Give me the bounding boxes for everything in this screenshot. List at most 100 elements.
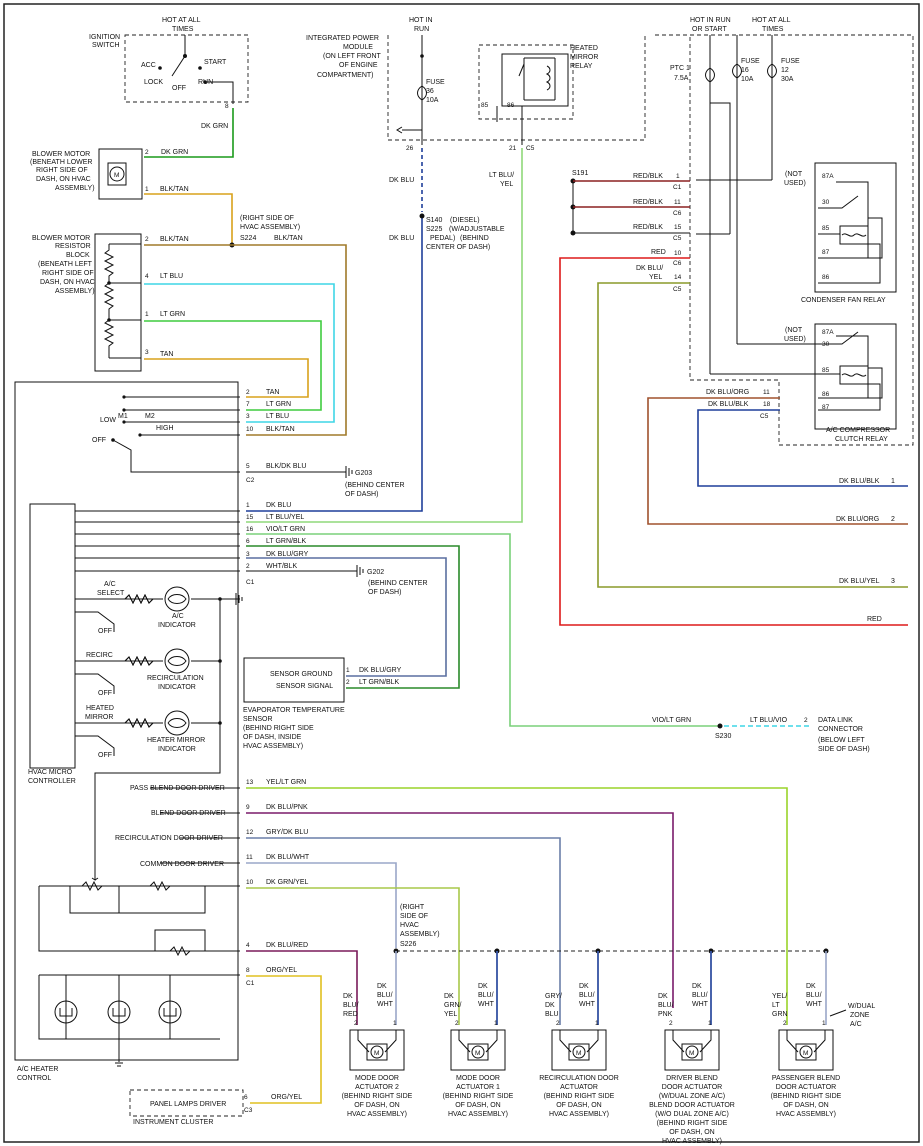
acc-87a: 87A (822, 329, 834, 336)
rl-c5b: C5 (673, 286, 682, 293)
c1-pin-16: 16 (246, 526, 254, 533)
bm-dkgrn: DK GRN (161, 149, 188, 156)
actuator-wire1-label: DK (444, 993, 454, 1000)
cfr-notused-2: USED) (784, 180, 806, 187)
ipm-run-label: RUN (414, 26, 429, 33)
rl-redblk-1: RED/BLK (633, 173, 663, 180)
c2-pin-3: 3 (246, 413, 250, 420)
c1-pin-6: 6 (246, 538, 250, 545)
c2-blkdkblu: BLK/DK BLU (266, 463, 306, 470)
sw-low: LOW (100, 417, 116, 424)
sw-off: OFF (92, 437, 106, 444)
br-tan: TAN (160, 351, 173, 358)
actuator-wire2-label: WHT (579, 1001, 596, 1008)
acc-c5: C5 (760, 413, 769, 420)
actuator-motor-symbol: M (374, 1050, 379, 1057)
ltbluyel-wire (246, 148, 523, 523)
actuator-pin-2: 2 (669, 1020, 673, 1027)
hotrun-label-2: OR START (692, 26, 727, 33)
acc-label-2: CLUTCH RELAY (835, 436, 888, 443)
instrument-cluster: PANEL LAMPS DRIVER 6 ORG/YEL C3 INSTRUME… (129, 1089, 302, 1126)
wdual-label-2: ZONE (850, 1012, 870, 1019)
dlc-label-4: SIDE OF DASH) (818, 746, 870, 753)
out1-label: DK BLU/BLK (839, 478, 880, 485)
actuator-name-line: MODE DOOR (355, 1075, 399, 1082)
dkblupnk-wire (246, 812, 674, 1008)
acc-86: 86 (822, 391, 830, 398)
evap-label-2: SENSOR (243, 716, 273, 723)
dkgrn-wire (144, 108, 234, 158)
recirc-label: RECIRC (86, 652, 113, 659)
cfr-87a: 87A (822, 173, 834, 180)
sensor-pin-2: 2 (346, 679, 350, 686)
br-label-4: (BENEATH LEFT (38, 261, 93, 268)
blower-motor-resistor-block: BLOWER MOTOR RESISTOR BLOCK (BENEATH LEF… (32, 233, 189, 372)
c2-ltgrn: LT GRN (266, 401, 291, 408)
dlc-label-3: (BELOW LEFT (818, 737, 865, 744)
dkbluwht-wire (246, 862, 397, 948)
actuator-name-line: OF DASH, ON (354, 1102, 400, 1109)
fuse16-num: 16 (741, 67, 749, 74)
actuator-name-line: BLEND DOOR ACTUATOR (649, 1102, 735, 1109)
s224-label: S224 (240, 235, 256, 242)
diesel-label: (DIESEL) (450, 217, 480, 224)
lock-label: LOCK (144, 79, 163, 86)
yelltgrn-wire (246, 787, 788, 1025)
out4-label: RED (867, 616, 882, 623)
actuator-motor-symbol: M (803, 1050, 808, 1057)
bm-label-5: ASSEMBLY) (55, 185, 95, 192)
micro-label-1: HVAC MICRO (28, 769, 73, 776)
blktan-wire-bm (144, 193, 233, 245)
tan-wire (144, 358, 309, 398)
d-wire-8: ORG/YEL (266, 967, 297, 974)
br-pin-4: 4 (145, 273, 149, 280)
ac-ind-2: INDICATOR (158, 622, 196, 629)
actuator-wire2-label: DK (579, 983, 589, 990)
actuator-name-line: HVAC ASSEMBLY) (776, 1111, 836, 1118)
pld-conn: C3 (244, 1107, 253, 1114)
ipm-label-2: MODULE (343, 44, 373, 51)
c1-whtblk: WHT/BLK (266, 563, 297, 570)
rl-pin-15: 15 (674, 224, 682, 231)
ipm-label-1: INTEGRATED POWER (306, 35, 379, 42)
cfr-86: 86 (822, 274, 830, 281)
actuator-wire2-label: WHT (806, 1001, 823, 1008)
actuator-pin-1: 1 (595, 1020, 599, 1027)
dkblu-label-2: DK BLU (389, 235, 414, 242)
hm-pin-85: 85 (481, 102, 489, 109)
ipm-pin-26: 26 (406, 145, 414, 152)
sw-high: HIGH (156, 425, 174, 432)
acc-pin-11: 11 (763, 389, 770, 396)
hotall-label-2: TIMES (762, 26, 784, 33)
rl-redblk-2: RED/BLK (633, 199, 663, 206)
c1-pin-3: 3 (246, 551, 250, 558)
ptc-label: PTC 1 (670, 65, 690, 72)
ign-wire-label: DK GRN (201, 123, 228, 130)
dkblu-label-1: DK BLU (389, 177, 414, 184)
dkgrnyel-wire (246, 887, 460, 1025)
actuator-name-line: HVAC ASSEMBLY) (448, 1111, 508, 1118)
hmir-label-2: MIRROR (85, 714, 113, 721)
diagram-frame (3, 3, 920, 1143)
micro-label-2: CONTROLLER (28, 778, 76, 785)
dlc-label-2: CONNECTOR (818, 726, 863, 733)
ipm-hot-label: HOT IN (409, 17, 433, 24)
ltbluyel-label-1: LT BLU/ (489, 172, 514, 179)
dkblublk-label: DK BLU/BLK (708, 401, 749, 408)
s225-label: S225 (426, 226, 442, 233)
violtgrn-label: VIO/LT GRN (652, 717, 691, 724)
br-pin-3: 3 (145, 349, 149, 356)
s224-label-b: HVAC ASSEMBLY) (240, 224, 300, 231)
c2-tan: TAN (266, 389, 279, 396)
ignition-switch: HOT AT ALL TIMES IGNITION SWITCH ACC STA… (89, 17, 249, 130)
d-wire-10: DK GRN/YEL (266, 879, 309, 886)
dkblublk-wire (697, 409, 908, 487)
rl-dkbluyel-2: YEL (649, 274, 662, 281)
actuator-name-line: ACTUATOR 1 (456, 1084, 500, 1091)
ign-pin: 8 (225, 103, 229, 110)
ac-select-2: SELECT (97, 590, 125, 597)
br-label-5: RIGHT SIDE OF (42, 270, 94, 277)
sw-m2: M2 (145, 413, 155, 420)
